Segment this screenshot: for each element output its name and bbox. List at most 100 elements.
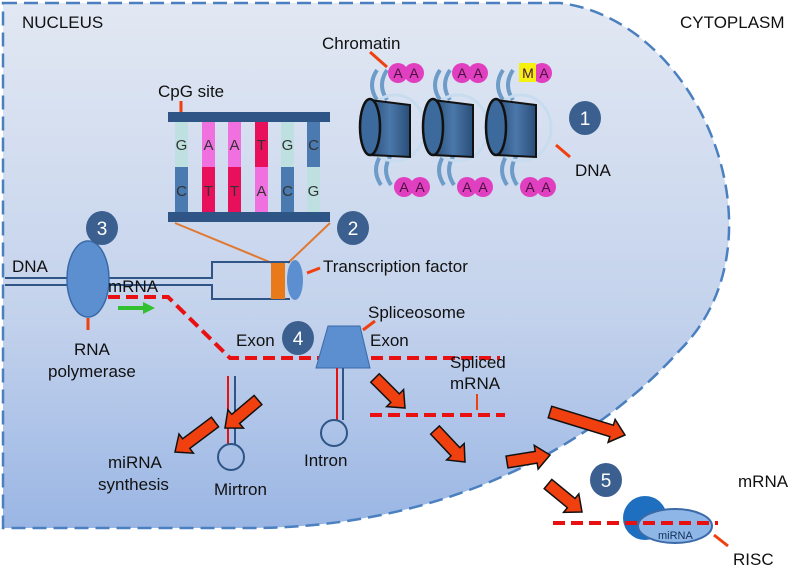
svg-text:A: A — [462, 179, 472, 195]
process-arrows — [174, 372, 627, 514]
step-circle-4 — [282, 321, 314, 355]
step-circle-5 — [590, 463, 622, 497]
rna-polymerase — [66, 240, 110, 318]
transcription-factor-box — [271, 263, 285, 299]
svg-text:A: A — [457, 65, 467, 81]
intron — [320, 368, 348, 447]
step-number: 1 — [580, 109, 591, 130]
base-pair-bottom — [307, 167, 320, 212]
process-arrow — [547, 405, 627, 444]
svg-text:A: A — [393, 65, 403, 81]
exon-left-label: Exon — [236, 331, 275, 350]
chromatin-pointer-arrow — [369, 50, 388, 69]
step-circle-2 — [337, 211, 369, 245]
risc-pointer-arrow — [713, 533, 729, 548]
process-arrow — [174, 416, 220, 455]
base-letter: A — [256, 183, 266, 200]
spliceosome-label: Spliceosome — [368, 303, 465, 322]
spliced-label: Spliced — [450, 353, 506, 372]
step-number: 5 — [601, 471, 612, 492]
cytoplasm-mrna-label: mRNA — [738, 472, 789, 491]
step-circle-1 — [569, 101, 601, 135]
base-letter: T — [257, 137, 266, 154]
base-letter: G — [176, 137, 188, 154]
risc-label: RISC — [733, 550, 774, 569]
process-arrow — [224, 394, 263, 429]
base-pair-bottom — [175, 167, 188, 212]
base-pair-top — [202, 122, 215, 167]
mirna-synthesis-label-1: miRNA — [108, 453, 162, 472]
process-arrow — [543, 478, 583, 514]
mirtron-label: Mirtron — [214, 480, 267, 499]
base-pair-bottom — [255, 167, 268, 212]
svg-text:A: A — [399, 179, 409, 195]
svg-text:A: A — [473, 65, 483, 81]
base-letter: A — [203, 137, 213, 154]
spliceosome — [315, 325, 371, 369]
base-letter: G — [282, 137, 294, 154]
base-letter: C — [308, 137, 319, 154]
svg-text:A: A — [415, 179, 425, 195]
svg-text:A: A — [478, 179, 488, 195]
base-letter: G — [308, 183, 320, 200]
cpg-site-label: CpG site — [158, 82, 224, 101]
exon-right-label: Exon — [370, 331, 409, 350]
svg-text:A: A — [409, 65, 419, 81]
zoom-line — [174, 222, 273, 264]
spliceosome-pointer-arrow — [362, 319, 376, 332]
dna-strand-label: DNA — [12, 257, 49, 276]
dna-nucleosome-label: DNA — [575, 161, 612, 180]
tf-pointer-arrow — [306, 266, 321, 275]
transcription-factor — [287, 260, 303, 300]
risc-complex — [637, 508, 713, 544]
intron-label: Intron — [304, 451, 347, 470]
risc-mirna-label: miRNA — [658, 530, 693, 542]
base-letter: C — [176, 183, 187, 200]
transcription-factor-label: Transcription factor — [323, 257, 468, 276]
spliced-mrna-label: mRNA — [450, 374, 501, 393]
step-number: 3 — [97, 219, 108, 240]
svg-text:A: A — [525, 179, 535, 195]
base-pair-bottom — [281, 167, 294, 212]
base-pair-top — [228, 122, 241, 167]
base-pair-bottom — [202, 167, 215, 212]
nucleus-label: NUCLEUS — [22, 13, 103, 32]
polymerase-label: polymerase — [48, 362, 136, 381]
step-circle-3 — [86, 211, 118, 245]
base-letter: A — [229, 137, 239, 154]
chromatin-label: Chromatin — [322, 34, 400, 53]
mirna-synthesis-label-2: synthesis — [98, 475, 169, 494]
step-number: 2 — [348, 219, 359, 240]
rna-label: RNA — [74, 340, 111, 359]
base-letter: T — [230, 183, 239, 200]
zoom-line — [287, 222, 331, 264]
nucleosomes — [358, 68, 553, 187]
process-arrow — [429, 424, 466, 463]
svg-text:M: M — [522, 65, 534, 81]
nucleosome — [484, 68, 553, 187]
base-pair-top — [307, 122, 320, 167]
process-arrow — [369, 372, 406, 409]
base-pair-top — [255, 122, 268, 167]
step-number: 4 — [293, 329, 304, 350]
base-pair-top — [281, 122, 294, 167]
cytoplasm-label: CYTOPLASM — [680, 13, 785, 32]
process-arrow — [505, 443, 552, 471]
base-letter: T — [204, 183, 213, 200]
svg-text:A: A — [539, 65, 549, 81]
svg-text:A: A — [541, 179, 551, 195]
dna-pointer-arrow — [555, 143, 571, 159]
base-pair-top — [175, 122, 188, 167]
base-letter: C — [282, 183, 293, 200]
base-pair-bottom — [228, 167, 241, 212]
mrna-label: mRNA — [108, 277, 159, 296]
direction-arrowhead — [143, 302, 155, 314]
